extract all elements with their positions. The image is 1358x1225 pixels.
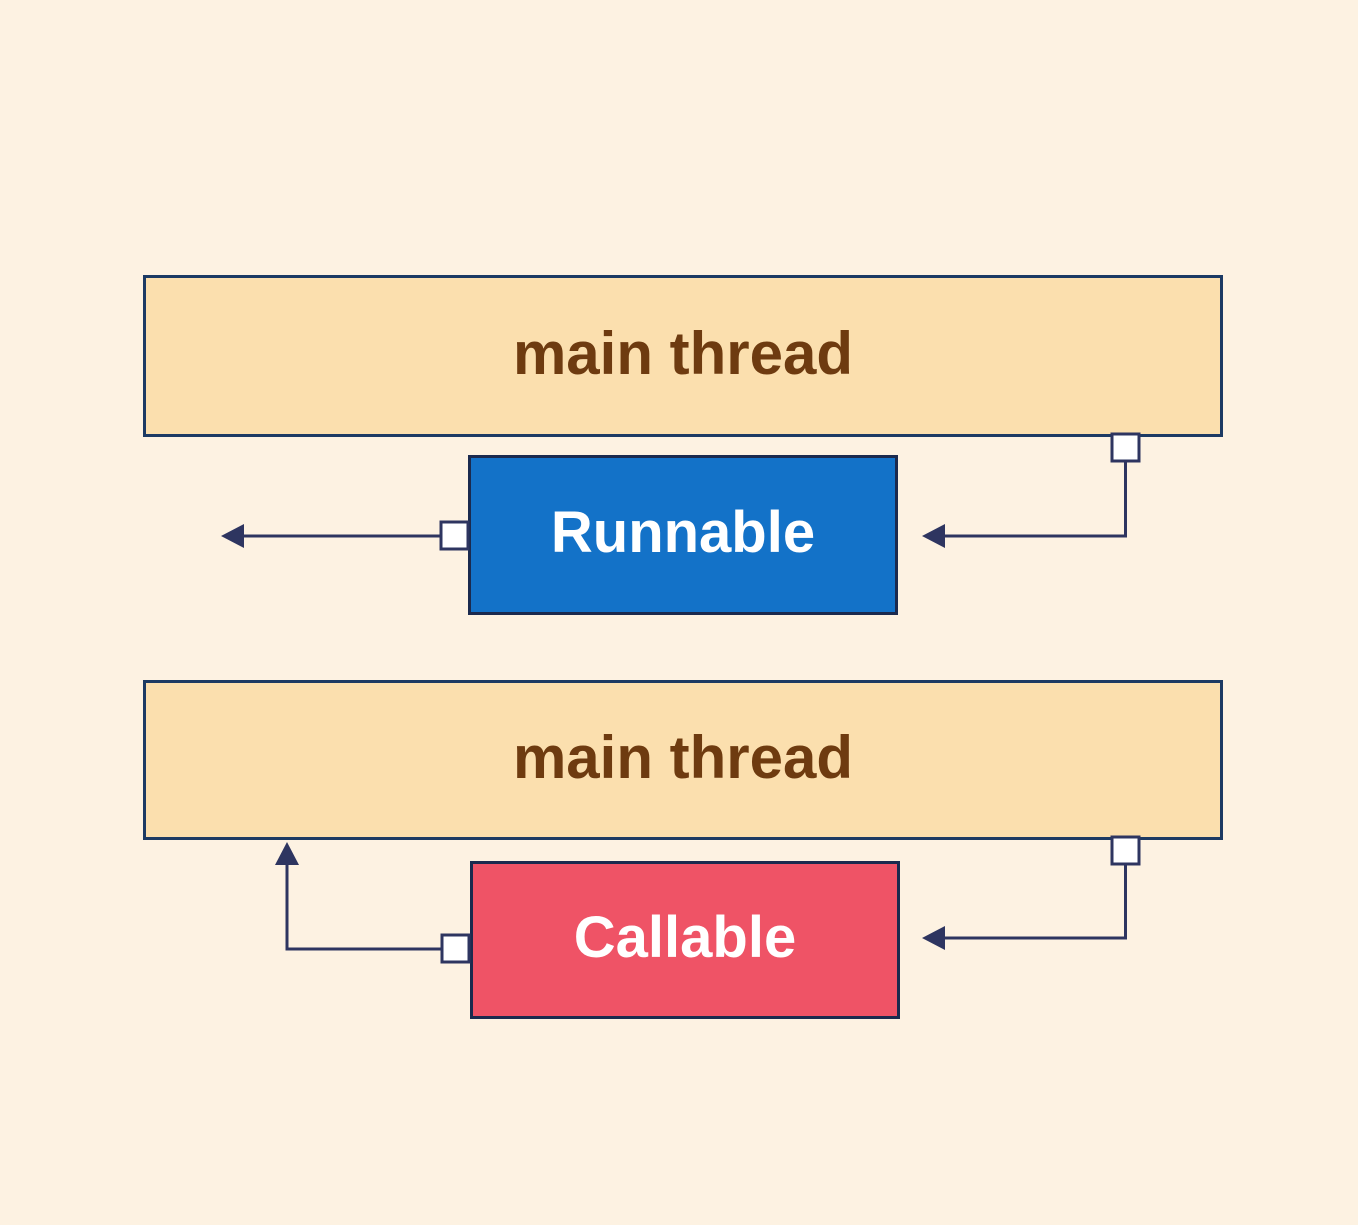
left-arrowhead-icon: [221, 524, 244, 548]
callable-left-line: [285, 860, 443, 951]
callable-left-port-square: [440, 933, 471, 964]
runnable-left-connector: [221, 520, 470, 551]
main-thread-2-port-square: [1110, 835, 1141, 866]
runnable-box: Runnable: [468, 455, 898, 615]
main-thread-1-port-square: [1110, 432, 1141, 463]
runnable-right-line: [940, 460, 1127, 538]
main-thread-label-2: main thread: [512, 724, 854, 791]
left-arrowhead-icon: [922, 524, 945, 548]
callable-label: Callable: [573, 905, 797, 970]
runnable-label: Runnable: [550, 500, 816, 565]
callable-right-line: [940, 863, 1127, 940]
main-thread-label-1: main thread: [512, 320, 854, 387]
callable-box: Callable: [470, 861, 900, 1019]
up-arrowhead-icon: [275, 842, 299, 865]
callable-left-connector: [275, 842, 471, 964]
callable-right-connector: [922, 835, 1141, 950]
main-thread-box-2: main thread: [143, 680, 1223, 840]
main-thread-box-1: main thread: [143, 275, 1223, 437]
left-arrowhead-icon: [922, 926, 945, 950]
runnable-left-port-square: [439, 520, 470, 551]
runnable-right-connector: [922, 432, 1141, 548]
